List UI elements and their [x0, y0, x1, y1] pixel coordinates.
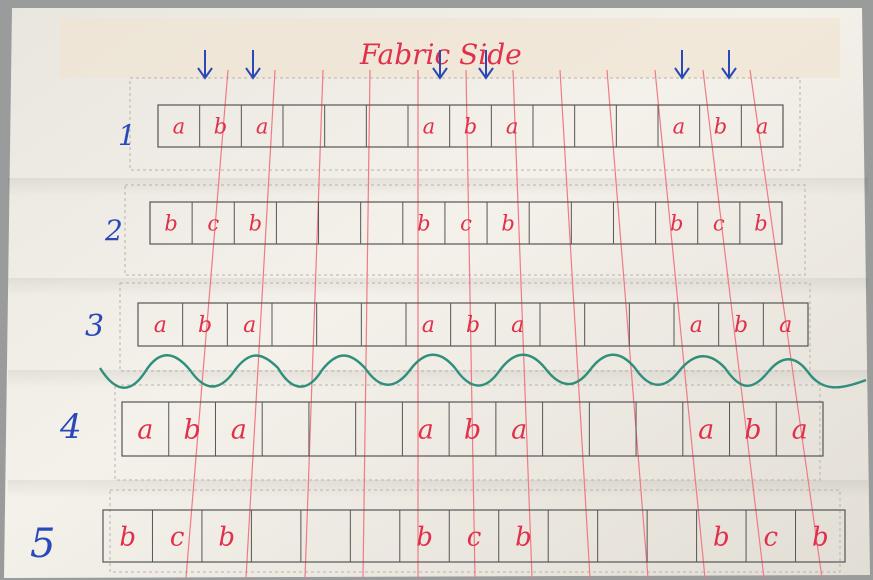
cell-letter: a [792, 415, 808, 446]
cell-letter: b [734, 313, 748, 338]
cell-letter: b [812, 522, 829, 552]
row-number: 3 [85, 309, 104, 344]
cell-letter: a [418, 415, 434, 446]
cell-letter: b [218, 522, 235, 552]
cell-letter: b [744, 415, 761, 446]
cell-letter: a [690, 313, 703, 338]
cell-letter: a [779, 313, 792, 338]
cell-letter: a [137, 415, 153, 446]
cell-letter: b [198, 313, 212, 338]
cell-letter: b [119, 522, 136, 552]
cell-letter: b [466, 313, 480, 338]
cell-letter: b [714, 115, 727, 139]
cell-letter: a [256, 115, 269, 139]
cell-letter: b [417, 212, 430, 236]
cell-letter: b [416, 522, 433, 552]
row-number: 2 [104, 214, 123, 247]
cell-letter: a [423, 115, 436, 139]
cell-letter: a [511, 313, 524, 338]
cell-letter: b [183, 415, 200, 446]
cell-letter: a [698, 415, 714, 446]
cell-letter: c [170, 522, 185, 552]
cell-letter: b [464, 115, 477, 139]
cell-letter: b [464, 415, 481, 446]
cell-letter: a [173, 115, 186, 139]
cell-letter: c [460, 212, 472, 236]
row-number: 4 [59, 407, 82, 447]
cell-letter: c [467, 522, 482, 552]
row-number: 1 [118, 119, 136, 152]
cell-letter: b [515, 522, 532, 552]
row-number: 5 [30, 521, 55, 567]
cell-letter: c [713, 212, 725, 236]
cell-letter: c [207, 212, 219, 236]
cell-letter: b [501, 212, 514, 236]
cell-letter: b [713, 522, 730, 552]
cell-letter: a [154, 313, 167, 338]
cell-letter: a [422, 313, 435, 338]
cell-letter: a [506, 115, 519, 139]
cell-letter: a [231, 415, 247, 446]
cell-letter: a [673, 115, 686, 139]
cell-letter: b [754, 212, 767, 236]
cell-letter: b [214, 115, 227, 139]
cell-letter: c [764, 522, 779, 552]
cell-letter: a [511, 415, 527, 446]
cell-letter: b [670, 212, 683, 236]
cell-letter: b [249, 212, 262, 236]
cell-letter: a [243, 313, 256, 338]
cell-letter: b [164, 212, 177, 236]
cell-letter: a [756, 115, 769, 139]
